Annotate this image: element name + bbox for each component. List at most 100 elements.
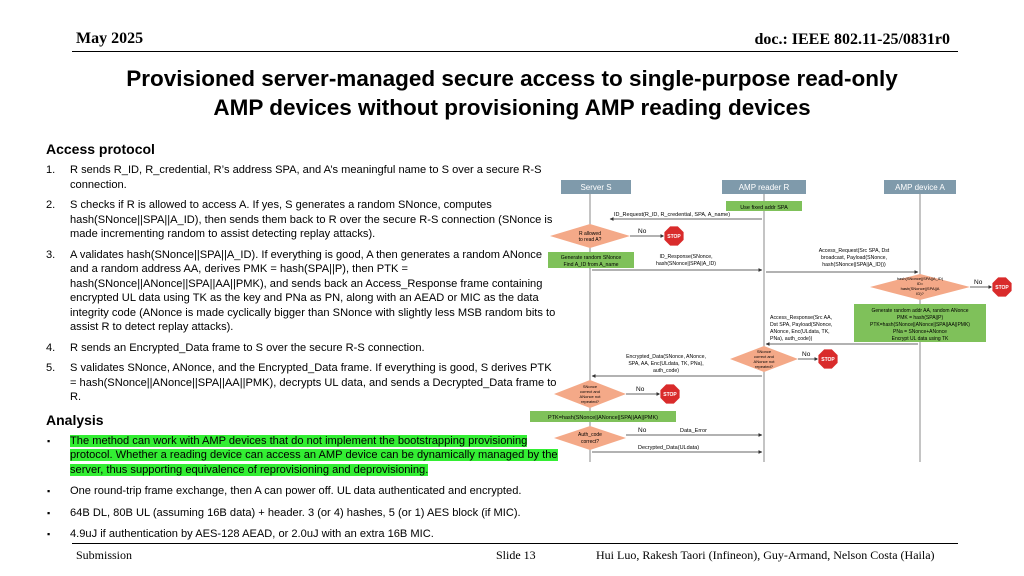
step-number: 4. <box>46 341 56 354</box>
svg-text:correct and: correct and <box>754 354 774 359</box>
svg-text:ANonce not: ANonce not <box>580 394 602 399</box>
step-text: A validates hash(SNonce||SPA||A_ID). If … <box>70 248 556 334</box>
decrypted-data-label: Decrypted_Data(ULdata) <box>638 445 699 451</box>
hash-check-decision: hash(SNonce||SPA||A_ID) ID= hash(SNonce|… <box>870 274 970 300</box>
id-request-label: ID_Request(R_ID, R_credential, SPA, A_na… <box>614 212 730 218</box>
slide-title: Provisioned server-managed secure access… <box>40 64 984 122</box>
analysis-bullet-text: 64B DL, 80B UL (assuming 16B data) + hea… <box>70 506 521 519</box>
step-number: 2. <box>46 199 56 211</box>
access-response-label-1: Access_Response(Src AA, <box>770 315 832 321</box>
bullet-icon: ▪ <box>47 529 51 539</box>
stop-icon: STOP <box>659 383 681 405</box>
svg-text:repeated?: repeated? <box>755 364 774 369</box>
svg-text:ANonce not: ANonce not <box>754 359 776 364</box>
access-response-label-2: Dst SPA, Payload(SNonce, <box>770 322 832 328</box>
protocol-step: 5. S validates SNonce, ANonce, and the En… <box>46 361 558 405</box>
generate-snonce-box: Generate random SNonce Find A_ID from A_… <box>548 252 634 268</box>
svg-text:SNonce: SNonce <box>583 384 598 389</box>
device-lane-header: AMP device A <box>884 180 956 194</box>
reader-snonce-check-decision: SNonce correct and ANonce not repeated? <box>730 346 798 372</box>
header-divider <box>72 51 958 52</box>
svg-text:Find A_ID from A_name: Find A_ID from A_name <box>563 262 618 268</box>
slide-title-line-1: Provisioned server-managed secure access… <box>126 66 898 91</box>
svg-text:PTK=hash(SNonce||ANonce||SPA||: PTK=hash(SNonce||ANonce||SPA||AA||PMK) <box>548 415 658 421</box>
protocol-step: 4. R sends an Encrypted_Data frame to S o… <box>46 341 558 356</box>
svg-text:Server S: Server S <box>580 183 611 192</box>
svg-text:ID)?: ID)? <box>916 291 924 296</box>
protocol-step: 1.R sends R_ID, R_credential, R’s addres… <box>46 163 558 192</box>
svg-text:Use fixed addr SPA: Use fixed addr SPA <box>740 205 788 211</box>
data-error-label: Data_Error <box>680 428 707 434</box>
svg-text:ID=: ID= <box>917 281 924 286</box>
svg-text:Encrypt UL data using TK: Encrypt UL data using TK <box>892 336 949 342</box>
access-request-label-1: Access_Request(Src SPA, Dst <box>819 248 890 254</box>
svg-text:correct?: correct? <box>581 439 599 445</box>
access-response-label-4: PNa), auth_code)) <box>770 336 813 342</box>
stop-icon: STOP <box>991 276 1013 298</box>
analysis-bullet: ▪One round-trip frame exchange, then A c… <box>46 484 558 499</box>
svg-text:hash(SNonce||SPA||A_ID): hash(SNonce||SPA||A_ID) <box>897 276 944 281</box>
use-fixed-addr-box: Use fixed addr SPA <box>726 201 802 211</box>
step-text: S checks if R is allowed to access A. If… <box>70 199 553 240</box>
svg-text:AMP reader R: AMP reader R <box>739 183 790 192</box>
encrypted-data-label-1: Encrypted_Data(SNonce, ANonce, <box>626 354 706 360</box>
no-label: No <box>802 351 811 358</box>
header-date: May 2025 <box>76 30 144 47</box>
footer-divider <box>72 543 958 544</box>
bullet-icon: ▪ <box>47 486 51 496</box>
server-snonce-check-decision: SNonce correct and ANonce not repeated? <box>554 380 626 408</box>
reader-lane-header: AMP reader R <box>722 180 806 194</box>
step-text: S validates SNonce, ANonce, and the Encr… <box>70 362 557 403</box>
bullet-icon: ▪ <box>47 507 51 518</box>
slide-title-line-2: AMP devices without provisioning AMP rea… <box>213 95 811 120</box>
svg-text:PTK=hash(SNonce||ANonce||SPA||: PTK=hash(SNonce||ANonce||SPA||AA||PMK) <box>870 322 970 328</box>
r-allowed-decision: R allowed to read A? <box>550 224 630 248</box>
footer-slide-number: Slide 13 <box>496 548 536 562</box>
encrypted-data-label-2: SPA, AA, Enc(ULdata, TK, PNa), <box>628 361 703 367</box>
access-protocol-steps: 1.R sends R_ID, R_credential, R’s addres… <box>46 163 558 405</box>
svg-text:STOP: STOP <box>821 357 835 363</box>
svg-text:AMP device A: AMP device A <box>895 183 945 192</box>
access-request-label-3: hash(SNonce||SPA||A_ID))) <box>822 262 886 268</box>
ptk-derivation-box: PTK=hash(SNonce||ANonce||SPA||AA||PMK) <box>530 411 676 422</box>
footer-submission: Submission <box>76 548 133 562</box>
access-response-label-3: ANonce, Enc(ULdata, TK, <box>770 329 830 335</box>
id-response-label-1: ID_Response(SNonce, <box>659 254 712 260</box>
svg-text:Generate random SNonce: Generate random SNonce <box>561 255 622 261</box>
svg-text:hash(SNonce||SPA||A: hash(SNonce||SPA||A <box>901 286 940 291</box>
encrypted-data-label-3: auth_code) <box>653 368 679 374</box>
no-label: No <box>638 427 647 434</box>
analysis-bullet: ▪ 64B DL, 80B UL (assuming 16B data) + he… <box>46 506 558 521</box>
server-lane-header: Server S <box>561 180 631 194</box>
svg-text:STOP: STOP <box>667 234 681 240</box>
svg-text:STOP: STOP <box>995 285 1009 291</box>
svg-text:Auth_code: Auth_code <box>578 432 602 438</box>
stop-icon: STOP <box>663 225 685 247</box>
stop-icon: STOP <box>817 348 839 370</box>
access-request-label-2: broadcast, Payload(SNonce, <box>821 255 887 261</box>
step-number: 5. <box>46 362 56 374</box>
svg-text:R allowed: R allowed <box>579 231 601 237</box>
no-label: No <box>638 228 647 235</box>
header-doc-id: doc.: IEEE 802.11-25/0831r0 <box>754 31 950 48</box>
step-text: R sends an Encrypted_Data frame to S ove… <box>70 341 425 354</box>
analysis-bullet: ▪4.9uJ if authentication by AES-128 AEAD… <box>46 527 558 542</box>
step-text: R sends R_ID, R_credential, R’s address … <box>70 164 542 191</box>
analysis-heading: Analysis <box>46 411 104 428</box>
bullet-icon: ▪ <box>47 435 51 446</box>
body-text: Access protocol 1.R sends R_ID, R_creden… <box>46 140 558 549</box>
svg-text:SNonce: SNonce <box>757 349 772 354</box>
no-label: No <box>974 279 983 286</box>
svg-text:STOP: STOP <box>663 392 677 398</box>
analysis-bullet: ▪ The method can work with AMP devices th… <box>46 434 558 478</box>
protocol-sequence-diagram: Server S AMP reader R AMP device A Use f… <box>530 180 1013 462</box>
protocol-step: 3. A validates hash(SNonce||SPA||A_ID). I… <box>46 248 558 335</box>
step-number: 3. <box>46 248 56 261</box>
analysis-bullets: ▪ The method can work with AMP devices th… <box>46 434 558 542</box>
no-label: No <box>636 386 645 393</box>
footer-authors: Hui Luo, Rakesh Taori (Infineon), Guy-Ar… <box>596 548 935 562</box>
generate-anonce-box: Generate random addr AA, random ANonce P… <box>854 304 986 342</box>
svg-text:Generate random addr AA, rando: Generate random addr AA, random ANonce <box>871 308 968 314</box>
analysis-bullet-text-highlighted: The method can work with AMP devices tha… <box>70 434 558 476</box>
auth-code-check-decision: Auth_code correct? <box>554 426 626 450</box>
